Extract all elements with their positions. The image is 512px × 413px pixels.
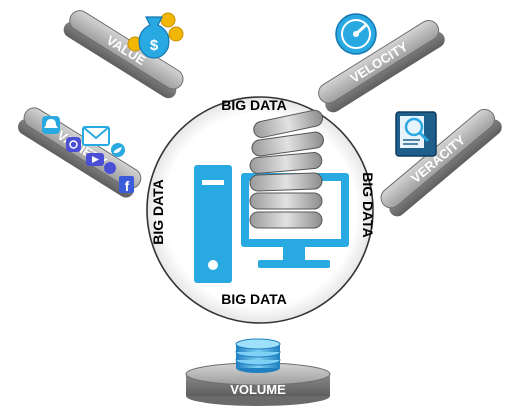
ring-label-top: BIG DATA xyxy=(221,97,287,113)
computer-tower-icon xyxy=(194,165,232,283)
social-media-icons-cluster: f xyxy=(42,116,134,194)
pedestal-volume: VOLUME xyxy=(185,338,331,406)
svg-text:$: $ xyxy=(150,37,159,54)
svg-text:f: f xyxy=(125,178,130,194)
big-data-core: BIG DATA BIG DATA BIG DATA BIG DATA xyxy=(146,96,376,324)
pedestal-label-volume: VOLUME xyxy=(230,382,286,397)
ring-label-right: BIG DATA xyxy=(360,172,376,238)
pedestal-variety: VARIETY f xyxy=(18,107,142,198)
pedestal-value: VALUE $ xyxy=(63,10,184,99)
document-magnifier-icon xyxy=(395,111,437,157)
speedometer-icon xyxy=(335,13,377,55)
pedestal-velocity: VELOCITY xyxy=(318,13,445,113)
money-bag-coins-icon: $ xyxy=(127,12,184,59)
pedestal-veracity: VERACITY xyxy=(380,108,502,217)
ring-label-bottom: BIG DATA xyxy=(221,291,287,307)
ring-label-left: BIG DATA xyxy=(150,179,166,245)
disk-stack-icon xyxy=(249,109,324,229)
database-stack-icon xyxy=(235,338,281,373)
